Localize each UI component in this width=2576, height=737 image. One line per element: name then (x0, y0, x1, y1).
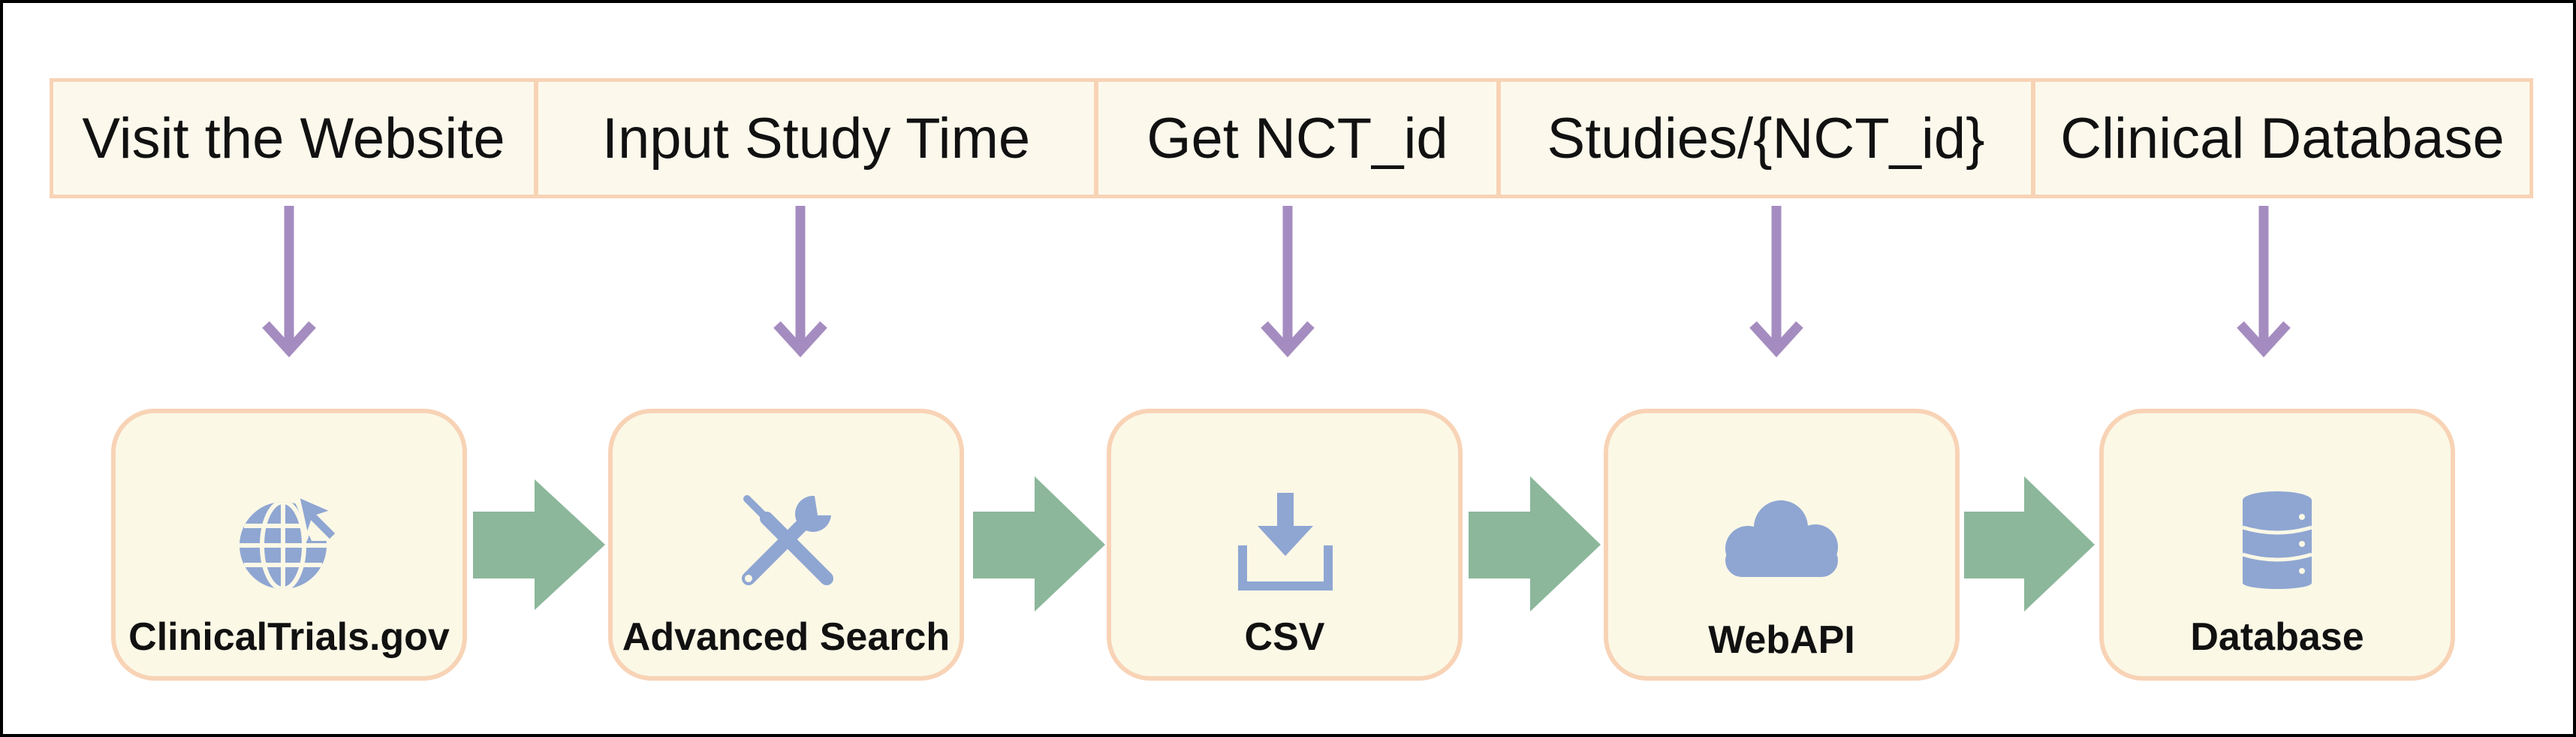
database-icon (2242, 491, 2312, 589)
flow-arrow-3 (1469, 476, 1601, 612)
node-label: ClinicalTrials.gov (128, 615, 450, 659)
node-label: Advanced Search (622, 615, 951, 659)
node-label: CSV (1244, 615, 1325, 659)
node-csv: CSV (1107, 409, 1463, 681)
download-icon (1238, 493, 1333, 591)
node-advanced-search: Advanced Search (608, 409, 964, 681)
node-label: Database (2190, 615, 2364, 659)
step-label-input-study-time: Input Study Time (535, 78, 1098, 198)
cloud-icon (1725, 500, 1838, 577)
flow-arrow-2 (973, 476, 1105, 612)
down-arrow-4 (1749, 206, 1803, 358)
node-label: WebAPI (1708, 618, 1855, 662)
flow-arrow-4 (1964, 476, 2095, 612)
step-label-get-nct-id: Get NCT_id (1095, 78, 1500, 198)
globe-cursor-icon (240, 488, 342, 589)
down-arrow-2 (773, 206, 827, 358)
step-label-clinical-database: Clinical Database (2032, 78, 2533, 198)
step-label-visit-website: Visit the Website (50, 78, 538, 198)
down-arrow-3 (1261, 206, 1315, 358)
tools-icon (742, 495, 834, 585)
node-clinicaltrials: ClinicalTrials.gov (111, 409, 467, 681)
node-database: Database (2099, 409, 2455, 681)
down-arrow-1 (262, 206, 316, 358)
down-arrow-5 (2237, 206, 2291, 358)
arrows-layer (262, 206, 2291, 612)
flow-arrow-1 (473, 479, 605, 610)
node-webapi: WebAPI (1604, 409, 1960, 681)
step-label-studies-nct-id: Studies/{NCT_id} (1497, 78, 2035, 198)
